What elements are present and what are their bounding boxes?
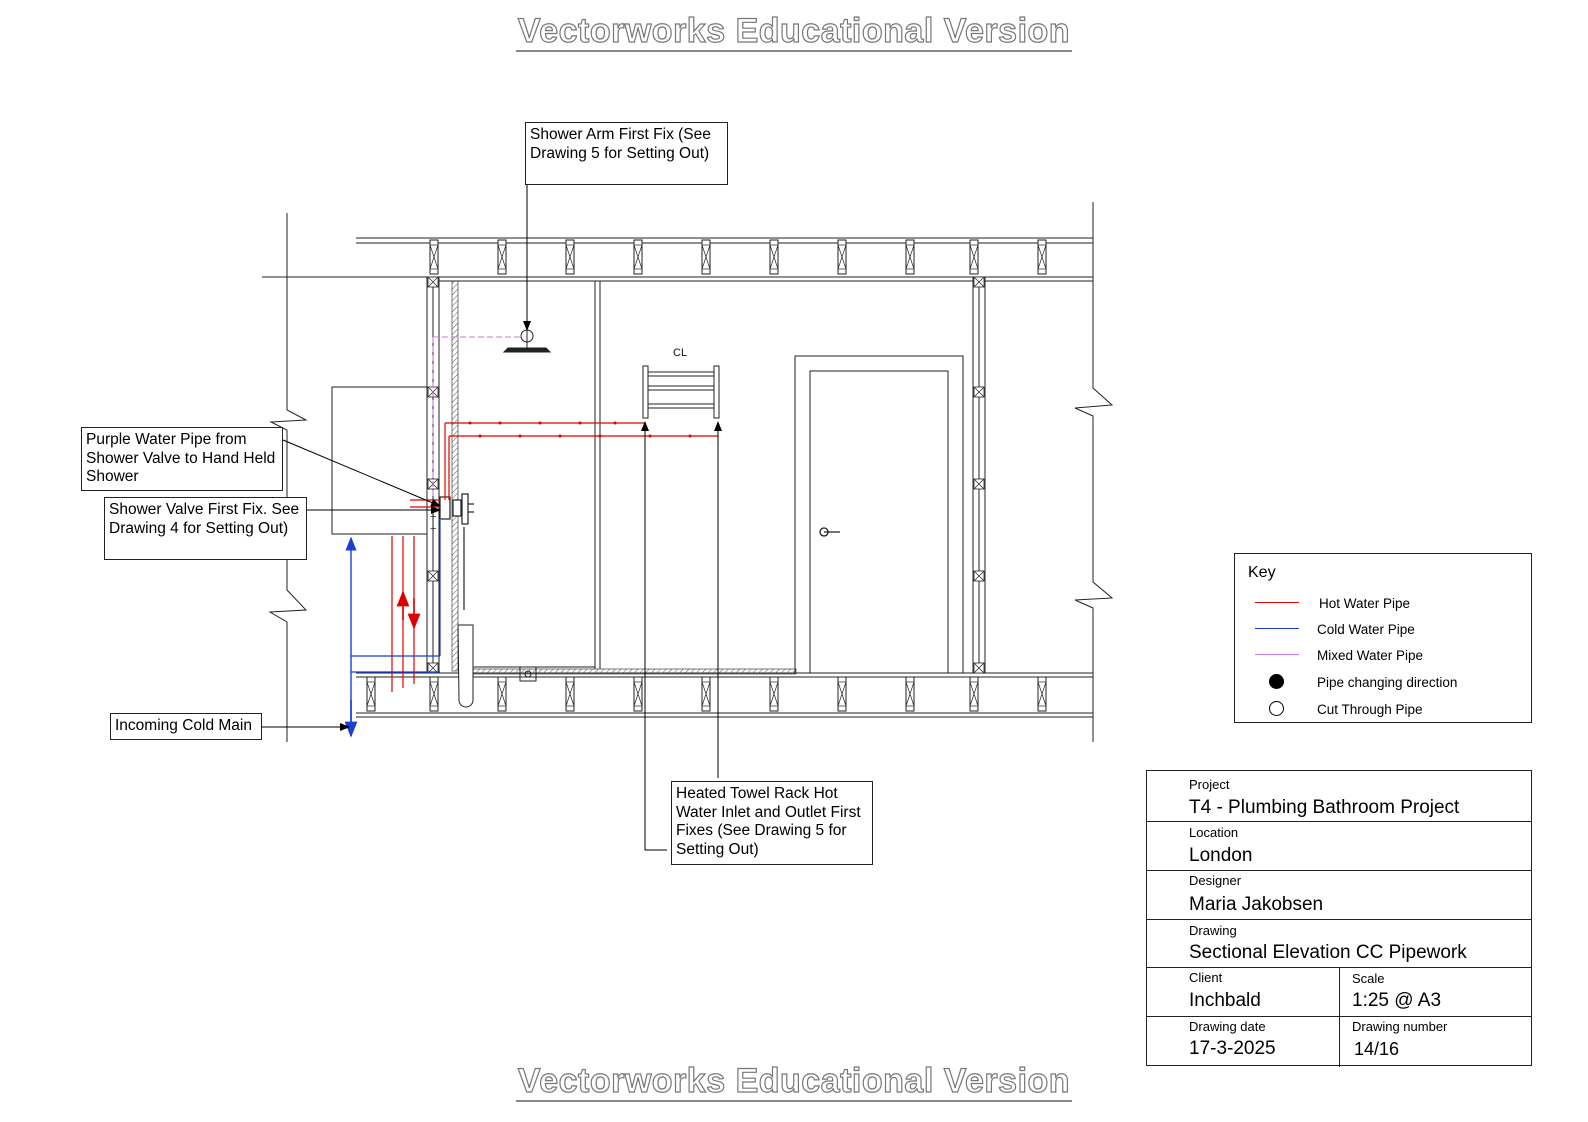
cold-pipe-swatch bbox=[1255, 628, 1299, 629]
title-block: Project T4 - Plumbing Bathroom Project L… bbox=[1146, 770, 1533, 1067]
callout-towel-rack: Heated Towel Rack Hot Water Inlet and Ou… bbox=[671, 781, 873, 865]
tb-drawing-date: Drawing date 17-3-2025 bbox=[1147, 1016, 1339, 1066]
door-handle bbox=[819, 527, 840, 537]
key-item-cut-through: Cut Through Pipe bbox=[1235, 699, 1531, 719]
shower-waste bbox=[519, 666, 537, 682]
filled-circle-icon bbox=[1269, 674, 1284, 689]
callout-shower-arm: Shower Arm First Fix (See Drawing 5 for … bbox=[525, 122, 728, 185]
floor-tiles bbox=[461, 668, 797, 675]
callout-shower-valve: Shower Valve First Fix. See Drawing 4 fo… bbox=[104, 497, 307, 560]
tiled-wall bbox=[451, 280, 459, 672]
key-item-hot: Hot Water Pipe bbox=[1235, 593, 1531, 613]
key-label: Mixed Water Pipe bbox=[1317, 648, 1424, 663]
callout-purple-pipe: Purple Water Pipe from Shower Valve to H… bbox=[81, 427, 283, 491]
tb-caption: Drawing number bbox=[1352, 1019, 1448, 1034]
tb-drawing: Drawing Sectional Elevation CC Pipework bbox=[1147, 919, 1531, 967]
watermark-bottom: Vectorworks Educational Version bbox=[515, 1061, 1073, 1102]
open-circle-icon bbox=[1269, 701, 1284, 716]
svg-text:+: + bbox=[430, 511, 436, 523]
break-line-right bbox=[1074, 202, 1114, 742]
tb-caption: Location bbox=[1189, 825, 1239, 840]
key-label: Hot Water Pipe bbox=[1319, 596, 1411, 611]
tb-drawing-number: Drawing number 14/16 bbox=[1339, 1016, 1533, 1066]
hot-water-pipes bbox=[391, 422, 718, 692]
cold-water-pipes bbox=[344, 520, 441, 738]
key-label: Cut Through Pipe bbox=[1317, 702, 1423, 717]
tb-caption: Designer bbox=[1189, 873, 1242, 888]
callout-cold-main: Incoming Cold Main bbox=[110, 713, 262, 740]
tb-caption: Client bbox=[1189, 970, 1223, 985]
key-item-cold: Cold Water Pipe bbox=[1235, 619, 1531, 639]
svg-text:+: + bbox=[430, 523, 436, 535]
hot-pipe-swatch bbox=[1255, 602, 1299, 603]
heated-towel-rack bbox=[642, 365, 720, 419]
door-frame bbox=[794, 355, 964, 674]
mixed-pipe-swatch bbox=[1255, 654, 1299, 655]
pipe-key-legend: Key Hot Water Pipe Cold Water Pipe Mixed… bbox=[1234, 553, 1532, 723]
tb-value: Sectional Elevation CC Pipework bbox=[1189, 942, 1467, 963]
shower-head bbox=[502, 322, 552, 353]
leader-lines bbox=[262, 185, 722, 851]
centre-line-label: CL bbox=[673, 347, 687, 359]
tb-value: 17-3-2025 bbox=[1189, 1038, 1276, 1059]
callout-text: Shower Valve First Fix. See Drawing 4 fo… bbox=[109, 501, 300, 537]
tb-client: Client Inchbald bbox=[1147, 967, 1339, 1017]
callout-text: Incoming Cold Main bbox=[115, 717, 252, 734]
tb-scale: Scale 1:25 @ A3 bbox=[1339, 967, 1533, 1017]
boxing-outline bbox=[331, 386, 428, 535]
key-item-mixed: Mixed Water Pipe bbox=[1235, 645, 1531, 665]
door-leaf bbox=[809, 370, 949, 674]
tb-caption: Project bbox=[1189, 777, 1230, 792]
key-label: Pipe changing direction bbox=[1317, 675, 1458, 690]
tb-location: Location London bbox=[1147, 821, 1531, 871]
key-label: Cold Water Pipe bbox=[1317, 622, 1415, 637]
watermark-top: Vectorworks Educational Version bbox=[515, 11, 1073, 52]
tb-value: London bbox=[1189, 845, 1253, 866]
tb-value: Maria Jakobsen bbox=[1189, 894, 1324, 915]
callout-text: Shower Arm First Fix (See Drawing 5 for … bbox=[530, 126, 711, 162]
tb-project: Project T4 - Plumbing Bathroom Project bbox=[1147, 771, 1531, 821]
key-item-direction: Pipe changing direction bbox=[1235, 672, 1531, 692]
key-title: Key bbox=[1248, 564, 1276, 581]
stud-noggins bbox=[427, 276, 985, 674]
tb-value: 1:25 @ A3 bbox=[1352, 990, 1442, 1011]
tb-caption: Drawing date bbox=[1189, 1019, 1266, 1034]
callout-text: Heated Towel Rack Hot Water Inlet and Ou… bbox=[676, 785, 861, 858]
tb-designer: Designer Maria Jakobsen bbox=[1147, 870, 1531, 919]
tb-caption: Scale bbox=[1352, 971, 1385, 986]
hot-pipe-flow-marks bbox=[468, 421, 692, 438]
tb-value: T4 - Plumbing Bathroom Project bbox=[1189, 797, 1460, 818]
callout-text: Purple Water Pipe from Shower Valve to H… bbox=[86, 431, 276, 485]
shower-trap bbox=[457, 624, 474, 708]
tb-value: 14/16 bbox=[1354, 1039, 1400, 1059]
tb-value: Inchbald bbox=[1189, 990, 1261, 1011]
tb-caption: Drawing bbox=[1189, 923, 1237, 938]
mixed-water-pipe bbox=[432, 336, 521, 497]
